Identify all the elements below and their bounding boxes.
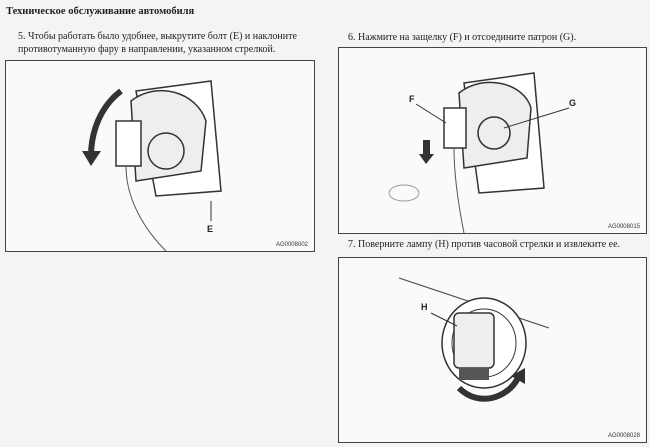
step-text: Чтобы работать было удобнее, выкрутите б…	[18, 31, 297, 55]
step-number: 5.	[18, 31, 26, 42]
figure-code: AG0008015	[607, 224, 640, 230]
step-7: 7. Поверните лампу (H) против часовой ст…	[348, 238, 648, 251]
label-f: F	[409, 94, 415, 104]
step-text: Поверните лампу (H) против часовой стрел…	[358, 239, 621, 250]
step-5: 5. Чтобы работать было удобнее, выкрутит…	[18, 30, 318, 56]
figure-code: AG0008002	[275, 242, 308, 248]
figure-socket-disconnect: F G AG0008015	[338, 47, 647, 234]
step-number: 6.	[348, 32, 356, 43]
step-number: 7.	[348, 239, 356, 250]
step-6: 6. Нажмите на защелку (F) и отсоедините …	[348, 31, 648, 44]
lamp-illustration	[398, 277, 550, 402]
figure-lamp-removal: H AG0008028	[338, 257, 647, 443]
figure-fog-lamp-tilt: E AG0008002	[5, 60, 315, 252]
label-h: H	[421, 302, 428, 312]
fog-lamp-illustration	[82, 80, 222, 251]
page-header: Техническое обслуживание автомобиля	[6, 6, 195, 17]
figure-code: AG0008028	[607, 433, 640, 439]
socket-illustration	[388, 72, 570, 233]
label-g: G	[569, 98, 577, 108]
label-e: E	[207, 224, 214, 234]
step-text: Нажмите на защелку (F) и отсоедините пат…	[358, 32, 577, 43]
